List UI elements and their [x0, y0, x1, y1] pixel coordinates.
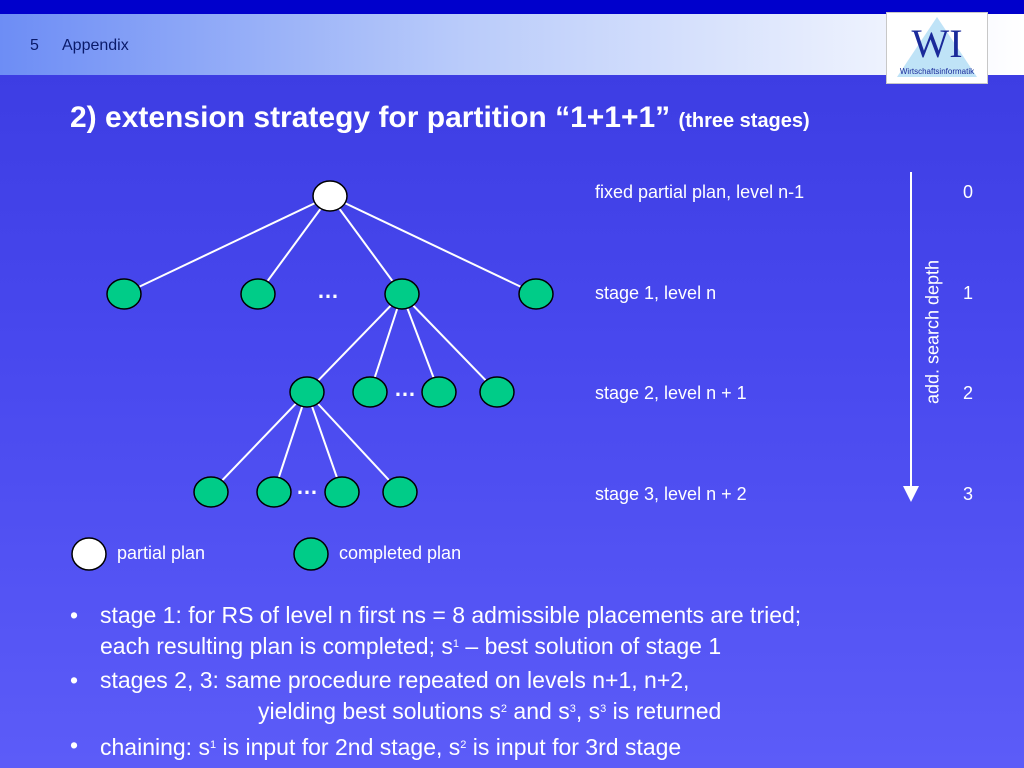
slide-title-sub: (three stages) [678, 110, 810, 132]
bullet-1-text-a: each resulting plan is completed; s [100, 633, 453, 659]
level-2-number: 2 [962, 383, 973, 403]
bullet-2-text-d: is returned [606, 698, 722, 724]
section-number: 5 [30, 37, 39, 54]
stage2-node-1 [289, 376, 325, 408]
legend-partial-label: partial plan [117, 543, 206, 563]
edge-s2-s3a [210, 391, 308, 493]
tree-nodes [71, 180, 554, 571]
slide-title-main: 2) extension strategy for partition “1+1… [70, 101, 671, 134]
wi-logo: WI Wirtschaftsinformatik [886, 12, 988, 84]
bullet-3-line-1: chaining: s1 is input for 2nd stage, s2 … [100, 731, 1010, 762]
stage3-node-3 [324, 476, 360, 508]
root-partial-plan-node [312, 180, 348, 212]
wi-logo-graphic: WI [897, 17, 977, 77]
edge-root-c2 [257, 195, 331, 295]
search-depth-label: add. search depth [922, 259, 943, 405]
edge-s1-s2a [306, 293, 403, 393]
edge-s2-s3d [306, 391, 401, 493]
stage3-node-2 [256, 476, 292, 508]
bullet-3-text-c: is input for 3rd stage [466, 734, 682, 760]
bullet-marker: • [70, 732, 79, 758]
bullet-3-text-b: is input for 2nd stage, s [216, 734, 461, 760]
bullet-2-sup-3: 3 [600, 703, 607, 715]
depth-arrow-head [903, 486, 919, 502]
bullet-2-text-c: , s [575, 698, 601, 724]
stage3-node-1 [193, 476, 229, 508]
header-band [0, 14, 1024, 75]
slide-title: 2) extension strategy for partition “1+1… [70, 101, 810, 135]
logo-subtitle: Wirtschaftsinformatik [899, 67, 975, 76]
bullet-item-1: • stage 1: for RS of level n first ns = … [70, 601, 1010, 661]
bullet-marker: • [70, 602, 79, 628]
bullet-1-sup: 1 [452, 638, 459, 650]
bullet-3-sup-1: 1 [209, 739, 217, 751]
stage3-node-4 [382, 476, 418, 508]
stage1-node-1 [106, 278, 142, 310]
logo-triangle [897, 17, 977, 77]
level-3-label: stage 3, level n + 2 [595, 484, 747, 504]
bullet-1-text-b: – best solution of stage 1 [459, 633, 722, 659]
bullet-item-3: • chaining: s1 is input for 2nd stage, s… [70, 731, 1010, 762]
level-1-label: stage 1, level n [595, 283, 717, 303]
bullet-list: • stage 1: for RS of level n first ns = … [70, 601, 1010, 767]
tree-edges [123, 195, 537, 493]
search-depth-arrow [903, 172, 919, 502]
bullet-1-line-2: each resulting plan is completed; s1 – b… [100, 630, 1010, 661]
stage2-node-4 [479, 376, 515, 408]
edge-root-c4 [329, 195, 537, 295]
bullet-1-line-1: stage 1: for RS of level n first ns = 8 … [100, 602, 802, 628]
edge-s1-s2b [369, 293, 403, 393]
stage2-node-2 [352, 376, 388, 408]
section-name: Appendix [62, 37, 129, 54]
bullet-2-sup-2: 3 [569, 703, 576, 715]
bullet-2-line-1: stages 2, 3: same procedure repeated on … [100, 667, 690, 693]
stage1-node-4 [518, 278, 554, 310]
level-2-label: stage 2, level n + 1 [595, 383, 747, 403]
level-0-number: 0 [962, 182, 973, 202]
stage1-node-3 [384, 278, 420, 310]
legend-completed-label: completed plan [339, 543, 462, 563]
level-1-number: 1 [962, 283, 973, 303]
bullet-3-text-a: chaining: s [100, 734, 210, 760]
bullet-2-text-b: and s [507, 698, 570, 724]
bullet-item-2: • stages 2, 3: same procedure repeated o… [70, 666, 1010, 726]
edge-root-c1 [123, 195, 331, 295]
edge-s1-s2c [401, 293, 440, 393]
legend-partial-swatch [71, 537, 107, 571]
edge-s2-s3b [273, 391, 308, 493]
edge-s1-s2d [401, 293, 498, 393]
legend-completed-swatch [293, 537, 329, 571]
logo-wordmark: WI [911, 21, 962, 66]
stage2-ellipsis: … [394, 376, 416, 401]
level-3-number: 3 [962, 484, 973, 504]
stage2-node-3 [421, 376, 457, 408]
bullet-2-line-2: yielding best solutions s2 and s3, s3 is… [100, 695, 1010, 726]
top-accent-bar [0, 0, 1024, 14]
bullet-2-sup-1: 2 [500, 703, 508, 715]
stage1-ellipsis: … [317, 278, 339, 303]
level-0-label: fixed partial plan, level n-1 [595, 182, 805, 202]
edge-s2-s3c [306, 391, 343, 493]
stage3-ellipsis: … [296, 474, 318, 499]
edge-root-c3 [329, 195, 403, 295]
bullet-2-text-a: yielding best solutions s [258, 698, 501, 724]
bullet-marker: • [70, 667, 79, 693]
stage1-node-2 [240, 278, 276, 310]
bullet-3-sup-2: 2 [460, 739, 467, 751]
